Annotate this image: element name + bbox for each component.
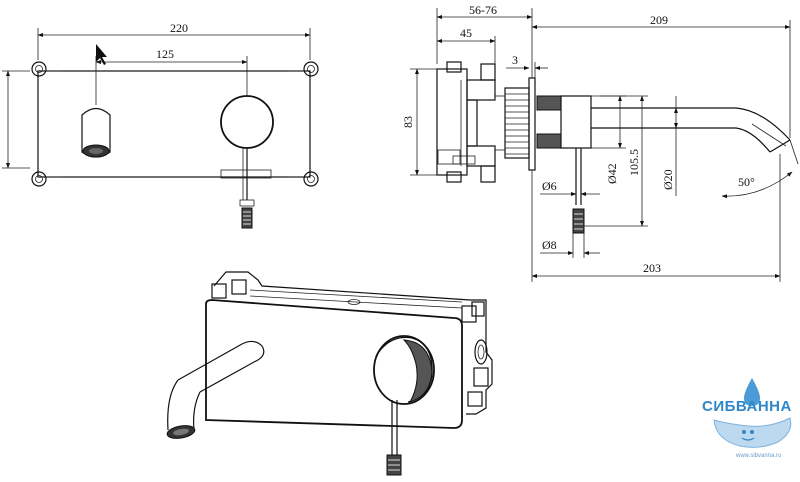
- iso-plate: [205, 299, 463, 429]
- dim-reach: 209: [531, 13, 791, 138]
- mounting-lug-tr: [303, 61, 319, 77]
- cursor-arrow-icon: [96, 44, 107, 65]
- dim-angle-label: 50°: [738, 175, 755, 189]
- dim-spout-reach-label: 203: [643, 261, 661, 275]
- side-lever: [572, 148, 585, 234]
- dim-spout-diameter-label: Ø20: [661, 169, 675, 190]
- dim-plate-label: 3: [512, 53, 518, 67]
- dim-drop-label: 105.5: [627, 149, 641, 176]
- front-view: 220 125: [2, 21, 319, 229]
- dim-lever-diameter-label: Ø6: [542, 179, 557, 193]
- side-view: 56-76 45 3 209 203: [401, 3, 799, 282]
- iso-handle: [373, 335, 435, 476]
- dim-lever-diameter: Ø6: [540, 179, 600, 196]
- dim-width-label: 220: [170, 21, 188, 35]
- dim-body-diameter: Ø42: [591, 95, 626, 184]
- dim-height-label: 83: [401, 116, 415, 128]
- water-drop-icon: [744, 378, 760, 406]
- dim-side-height: 83: [401, 68, 437, 176]
- dim-body-diameter-label: Ø42: [605, 163, 619, 184]
- dim-spacing-label: 125: [156, 47, 174, 61]
- mounting-lug-bl: [31, 171, 47, 187]
- front-plate: [37, 70, 311, 178]
- dim-depth: 45: [436, 26, 496, 64]
- dim-spacing: 125: [95, 47, 248, 105]
- dim-depth-label: 45: [460, 26, 472, 40]
- watermark-url: www.sibvanna.ru: [735, 453, 781, 459]
- dim-spout-diameter: Ø20: [661, 96, 678, 196]
- side-knurl-top: [536, 95, 562, 111]
- dim-drop: 105.5: [584, 95, 648, 227]
- side-spout: [591, 107, 791, 153]
- dim-tip-diameter: Ø8: [540, 233, 600, 258]
- dim-width: 220: [37, 21, 311, 60]
- dim-tip-diameter-label: Ø8: [542, 238, 557, 252]
- side-wall-plate: [528, 77, 536, 171]
- dim-height: [2, 70, 30, 169]
- iso-spout: [166, 340, 265, 439]
- iso-view: [166, 271, 493, 476]
- side-housing: [436, 61, 496, 183]
- side-threaded-body: [495, 87, 530, 159]
- dim-range: 56-76: [436, 3, 533, 78]
- dim-plate: 3: [506, 53, 548, 78]
- side-knurl-bottom: [536, 133, 562, 149]
- dim-range-label: 56-76: [469, 3, 497, 17]
- front-spout: [81, 107, 111, 158]
- mounting-lug-tl: [31, 61, 47, 77]
- mounting-lug-br: [303, 171, 319, 187]
- front-handle: [220, 95, 274, 229]
- watermark-brand: СИБВАННА: [702, 398, 792, 415]
- dim-spout-reach: 203: [531, 154, 781, 282]
- dim-reach-label: 209: [650, 13, 668, 27]
- dim-angle: 50°: [721, 139, 799, 199]
- watermark-logo: СИБВАННА www.sibvanna.ru: [702, 378, 792, 459]
